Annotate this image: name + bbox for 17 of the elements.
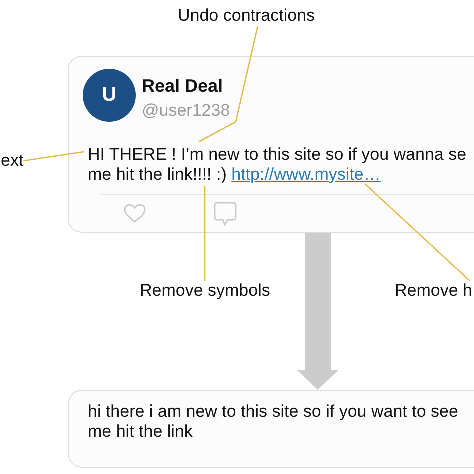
leader-line (24, 151, 84, 162)
post-card (68, 56, 474, 233)
annotation-label: Remove symbols (140, 281, 270, 301)
post-text: hi there i am new to this site so if you want to see me hit the link (88, 402, 460, 442)
annotation-label: ext (1, 151, 24, 171)
annotation-label: Remove h (395, 281, 472, 301)
leader-line (364, 184, 470, 282)
avatar: U (83, 69, 136, 122)
output-card (68, 390, 474, 468)
leader-line (198, 26, 259, 143)
post-text: HI THERE ! I’m new to this site so if you wanna se me hit the link!!!! :) http://www.mysite… (88, 145, 468, 185)
link: http://www.mysite… (232, 165, 381, 184)
username: @user1238 (142, 100, 230, 121)
annotation-label: Undo contractions (178, 6, 316, 26)
arrow (297, 233, 339, 390)
leader-line (204, 186, 206, 281)
display-name: Real Deal (142, 76, 224, 97)
